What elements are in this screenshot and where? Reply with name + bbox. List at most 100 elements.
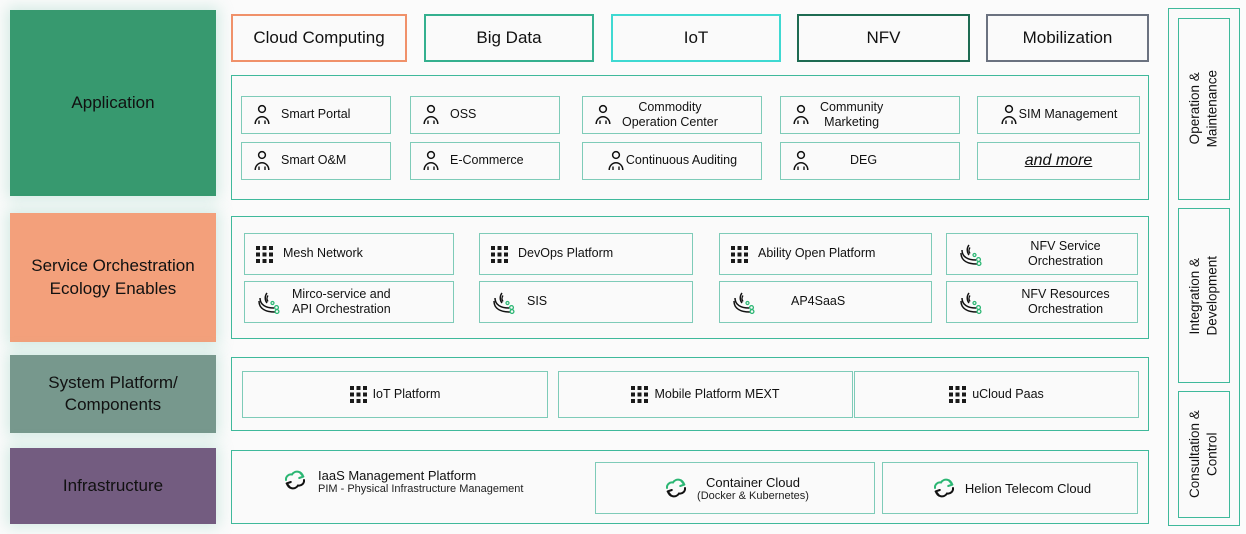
service-item-label: SIS <box>527 294 548 309</box>
sidebar-item-label: Operation & Maintenance <box>1187 70 1220 148</box>
sidebar-item-consultation-control[interactable]: Consultation & Control <box>1178 391 1230 518</box>
infra-item-helion-telecom-cloud[interactable]: Helion Telecom Cloud <box>882 462 1138 514</box>
system-item-ucloud-paas[interactable]: uCloud Paas <box>854 371 1139 418</box>
person-icon <box>422 150 440 172</box>
service-item-devops-platform[interactable]: DevOps Platform <box>479 233 693 275</box>
infra-item-title: Helion Telecom Cloud <box>964 480 1092 496</box>
service-item-mesh-network[interactable]: Mesh Network <box>244 233 454 275</box>
sidebar-item-label: Consultation & Control <box>1187 410 1220 499</box>
person-icon <box>594 104 612 126</box>
infra-item-title: IaaS Management Platform <box>318 468 477 483</box>
app-item-and-more[interactable]: and more <box>977 142 1140 180</box>
service-item-label: DevOps Platform <box>518 246 614 261</box>
tab-label: Cloud Computing <box>253 28 385 47</box>
app-item-label: Community Marketing <box>820 99 884 129</box>
service-item-label: AP4SaaS <box>791 294 846 309</box>
infra-item-subtitle: PIM - Physical Infrastructure Management <box>318 483 524 495</box>
app-item-smart-portal[interactable]: Smart Portal <box>241 96 391 134</box>
cloud-sync-icon <box>929 475 959 501</box>
service-item-label: NFV Service Orchestration <box>1027 238 1104 268</box>
grid-icon <box>256 245 273 263</box>
infra-item-text: Container Cloud (Docker & Kubernetes) <box>697 475 809 502</box>
grid-icon <box>631 386 649 403</box>
service-item-ability-open-platform[interactable]: Ability Open Platform <box>719 233 932 275</box>
app-item-label: Continuous Auditing <box>625 153 738 168</box>
system-item-label: IoT Platform <box>372 386 441 401</box>
app-item-e-commerce[interactable]: E-Commerce <box>410 142 560 180</box>
person-icon <box>792 104 810 126</box>
app-item-label: Smart O&M <box>281 153 347 168</box>
person-icon <box>253 150 271 172</box>
sidebar-item-operation-maintenance[interactable]: Operation & Maintenance <box>1178 18 1230 200</box>
app-item-label: Commodity Operation Center <box>622 99 718 129</box>
infra-item-iaas-management-platform[interactable]: IaaS Management Platform PIM - Physical … <box>280 467 523 496</box>
cloud-sync-icon <box>661 475 691 501</box>
infra-item-text: IaaS Management Platform PIM - Physical … <box>318 468 523 495</box>
tab-iot[interactable]: IoT <box>611 14 781 62</box>
person-icon <box>607 150 625 172</box>
layer-label-text: Infrastructure <box>62 475 164 495</box>
system-platform-panel: IoT Platform Mobile Platform MEXT uCloud… <box>231 357 1149 431</box>
service-item-sis[interactable]: SIS <box>479 281 693 323</box>
app-item-label: DEG <box>850 153 878 168</box>
app-item-label: OSS <box>450 107 477 122</box>
person-icon <box>1000 104 1018 126</box>
system-item-label: uCloud Paas <box>972 386 1044 401</box>
orchestration-icon <box>256 290 282 314</box>
service-item-label: Mesh Network <box>283 246 363 261</box>
tab-big-data[interactable]: Big Data <box>424 14 594 62</box>
app-item-oss[interactable]: OSS <box>410 96 560 134</box>
app-item-continuous-auditing[interactable]: Continuous Auditing <box>582 142 762 180</box>
person-icon <box>253 104 271 126</box>
app-item-label: E-Commerce <box>450 153 524 168</box>
cloud-sync-icon <box>280 467 310 496</box>
service-orchestration-panel: Mesh Network DevOps Platform Ability Ope… <box>231 216 1149 339</box>
app-item-label: and more <box>1024 152 1093 169</box>
person-icon <box>422 104 440 126</box>
app-item-label: Smart Portal <box>281 107 351 122</box>
grid-icon <box>349 386 367 403</box>
app-item-commodity-operation-center[interactable]: Commodity Operation Center <box>582 96 762 134</box>
sidebar-item-label: Integration & Development <box>1187 255 1220 336</box>
tab-label: Mobilization <box>1022 28 1113 47</box>
service-item-ap4saas[interactable]: AP4SaaS <box>719 281 932 323</box>
service-item-label: Ability Open Platform <box>758 246 876 261</box>
app-item-deg[interactable]: DEG <box>780 142 960 180</box>
grid-icon <box>949 386 967 403</box>
orchestration-icon <box>491 290 517 314</box>
infrastructure-panel: IaaS Management Platform PIM - Physical … <box>231 450 1149 524</box>
sidebar-item-integration-development[interactable]: Integration & Development <box>1178 208 1230 383</box>
infra-item-text: Helion Telecom Cloud <box>965 481 1091 496</box>
layer-label-system-platform: System Platform/ Components <box>10 355 216 433</box>
orchestration-icon <box>958 290 984 314</box>
grid-icon <box>731 245 748 263</box>
app-item-community-marketing[interactable]: Community Marketing <box>780 96 960 134</box>
service-item-label: Mirco-service and API Orchestration <box>292 286 391 316</box>
tab-mobilization[interactable]: Mobilization <box>986 14 1149 62</box>
system-item-iot-platform[interactable]: IoT Platform <box>242 371 548 418</box>
person-icon <box>792 150 810 172</box>
layer-label-infrastructure: Infrastructure <box>10 448 216 524</box>
tab-nfv[interactable]: NFV <box>797 14 970 62</box>
tab-label: Big Data <box>476 28 542 47</box>
tab-label: NFV <box>866 28 901 47</box>
infra-item-title: Container Cloud <box>706 474 800 490</box>
tab-label: IoT <box>683 28 709 47</box>
orchestration-icon <box>958 242 984 266</box>
service-item-nfv-resources-orchestration[interactable]: NFV Resources Orchestration <box>946 281 1138 323</box>
layer-label-text: Service Orchestration Ecology Enables <box>31 256 195 298</box>
layer-label-service-orchestration: Service Orchestration Ecology Enables <box>10 213 216 342</box>
app-item-smart-om[interactable]: Smart O&M <box>241 142 391 180</box>
infra-item-container-cloud[interactable]: Container Cloud (Docker & Kubernetes) <box>595 462 875 514</box>
system-item-mobile-platform-mext[interactable]: Mobile Platform MEXT <box>558 371 853 418</box>
layer-label-application: Application <box>10 10 216 196</box>
tab-cloud-computing[interactable]: Cloud Computing <box>231 14 407 62</box>
infra-item-subtitle: (Docker & Kubernetes) <box>697 489 809 502</box>
app-item-label: SIM Management <box>1018 107 1118 122</box>
orchestration-icon <box>731 290 757 314</box>
app-item-sim-management[interactable]: SIM Management <box>977 96 1140 134</box>
service-item-microservice-api-orchestration[interactable]: Mirco-service and API Orchestration <box>244 281 454 323</box>
service-item-nfv-service-orchestration[interactable]: NFV Service Orchestration <box>946 233 1138 275</box>
layer-label-text: System Platform/ Components <box>48 372 178 414</box>
